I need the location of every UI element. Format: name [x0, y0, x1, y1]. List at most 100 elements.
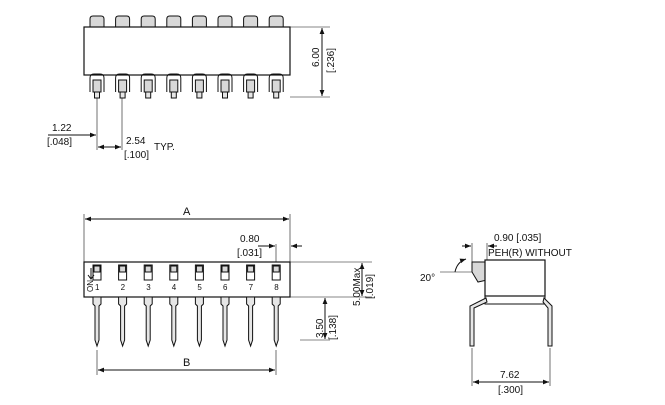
thickness-note-text: 0.90 [.035]	[494, 233, 541, 244]
top-actuator	[217, 15, 233, 28]
front-lead	[220, 296, 230, 348]
top-view-body	[83, 26, 291, 76]
position-numbers: 1 2 3 4 5 6 7 8	[95, 283, 279, 292]
side-view-base	[484, 296, 546, 305]
top-slot	[140, 73, 156, 92]
side-view: 0.90 [.035] PEH(R) WITHOUT 20° 7.62 [.30…	[420, 233, 572, 396]
top-actuator	[268, 15, 284, 28]
on-label: ON	[86, 280, 95, 292]
without-note-text: PEH(R) WITHOUT	[488, 248, 572, 259]
side-view-body	[484, 259, 546, 297]
side-lead-left	[469, 297, 488, 347]
offset-mm-text: 1.22	[52, 123, 72, 134]
top-slot	[243, 73, 259, 92]
position-number: 4	[172, 283, 177, 292]
position-number: 3	[146, 283, 151, 292]
front-lead	[271, 296, 281, 348]
on-direction-arrow-icon	[87, 268, 95, 280]
row-spacing-in-text: [.300]	[498, 385, 523, 396]
top-actuator	[166, 15, 182, 28]
top-slot-actuator	[118, 79, 128, 93]
top-slot-actuator	[271, 79, 281, 93]
top-actuator	[89, 15, 105, 28]
front-slot	[271, 264, 281, 281]
top-slot-actuator	[220, 79, 230, 93]
row-spacing-mm-text: 7.62	[500, 370, 520, 381]
length-label: A	[183, 206, 191, 218]
top-lead-tab	[196, 91, 203, 99]
lead-span-label: B	[183, 357, 190, 369]
top-slot	[217, 73, 233, 92]
height-in-text: [.236]	[326, 48, 337, 73]
top-slot-actuator	[143, 79, 153, 93]
front-slot-actuator	[119, 265, 127, 273]
top-slot-row	[89, 73, 284, 99]
top-slot	[191, 73, 207, 92]
front-view-body	[83, 261, 291, 298]
lead-width-mm-text: 0.80	[240, 234, 260, 245]
top-actuator	[243, 15, 259, 28]
top-slot-actuator	[194, 79, 204, 93]
top-lead-tab	[222, 91, 228, 99]
top-slot-actuator	[92, 79, 102, 93]
pitch-mm-text: 2.54	[126, 136, 146, 147]
front-view: A 0.80 [.031] 1 2 3 4 5 6 7 8 ON 5.00Max [.019]…	[83, 206, 376, 375]
front-slot-row	[92, 264, 281, 281]
front-lead-row	[92, 296, 281, 348]
top-slot-actuator	[246, 79, 256, 93]
front-slot	[220, 264, 230, 281]
max-height-in-text: [.019]	[365, 274, 376, 299]
front-slot-actuator	[221, 265, 229, 273]
front-slot-actuator	[272, 265, 280, 273]
front-slot	[246, 264, 256, 281]
offset-in-text: [.048]	[47, 137, 72, 148]
front-lead	[246, 296, 256, 348]
top-actuator	[140, 15, 156, 28]
top-lead-tab	[145, 91, 152, 99]
angle-arc	[454, 258, 467, 273]
position-number: 5	[197, 283, 202, 292]
front-slot	[169, 264, 179, 281]
top-lead-tab	[273, 91, 280, 99]
angle-text: 20°	[420, 273, 435, 284]
top-actuator-row	[89, 15, 284, 28]
front-lead	[194, 296, 204, 348]
height-mm-text: 6.00	[311, 47, 322, 67]
position-number: 7	[249, 283, 254, 292]
front-slot-actuator	[195, 265, 203, 273]
max-height-mm-text: 5.00Max	[352, 268, 363, 306]
front-lead	[169, 296, 179, 348]
top-actuator	[191, 15, 207, 28]
front-lead	[92, 296, 102, 348]
top-slot	[115, 73, 131, 92]
front-slot	[118, 264, 128, 281]
top-slot	[268, 73, 284, 92]
top-actuator	[115, 15, 131, 28]
position-number: 6	[223, 283, 228, 292]
front-lead	[143, 296, 153, 348]
front-slot	[194, 264, 204, 281]
front-slot-actuator	[170, 265, 178, 273]
pitch-note-text: TYP.	[154, 142, 175, 153]
lead-length-mm-text: 3.50	[315, 318, 326, 338]
front-slot-actuator	[144, 265, 152, 273]
top-lead-tab	[119, 91, 126, 99]
front-slot-actuator	[247, 265, 255, 273]
front-lead	[118, 296, 128, 348]
top-slot	[166, 73, 182, 92]
front-slot	[92, 264, 102, 281]
top-lead-tab	[247, 91, 254, 99]
lead-length-in-text: [.138]	[328, 315, 339, 340]
top-view: 6.00 [.236] 1.22 [.048] 2.54 [.100] TYP.	[47, 15, 337, 161]
top-slot	[89, 73, 105, 92]
position-number: 1	[95, 283, 100, 292]
side-lead-right	[542, 297, 553, 347]
pitch-in-text: [.100]	[124, 150, 149, 161]
lead-width-in-text: [.031]	[237, 248, 262, 259]
top-lead-tab	[170, 91, 177, 99]
front-slot	[143, 264, 153, 281]
position-number: 2	[121, 283, 126, 292]
position-number: 8	[274, 283, 279, 292]
front-slot-actuator	[93, 265, 101, 273]
